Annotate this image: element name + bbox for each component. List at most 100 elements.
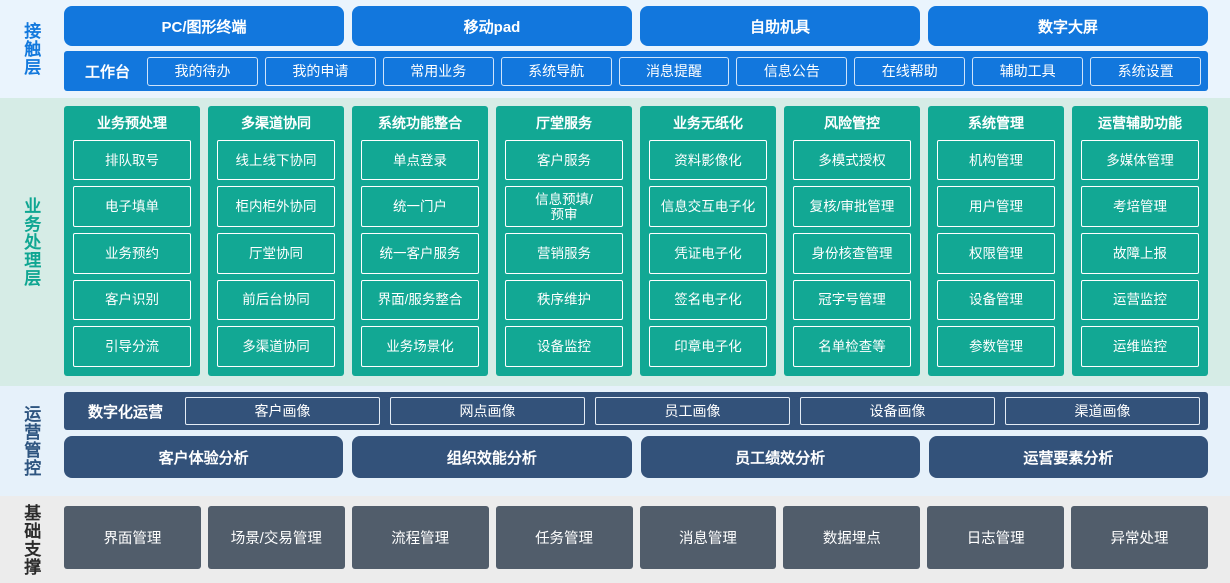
base-item-task-management[interactable]: 任务管理 bbox=[495, 506, 633, 569]
terminal-mobile-pad[interactable]: 移动pad bbox=[352, 6, 632, 46]
business-item[interactable]: 印章电子化 bbox=[649, 326, 767, 367]
operations-layer-body: 数字化运营 客户画像 网点画像 员工画像 设备画像 渠道画像 客户体验分析 组织… bbox=[60, 386, 1230, 496]
layer-operations: 运营管控 数字化运营 客户画像 网点画像 员工画像 设备画像 渠道画像 客户体验… bbox=[0, 386, 1230, 496]
business-item[interactable]: 运营监控 bbox=[1081, 279, 1199, 321]
business-column-preprocess: 业务预处理 排队取号 电子填单 业务预约 客户识别 引导分流 bbox=[64, 106, 200, 376]
business-item[interactable]: 多模式授权 bbox=[793, 139, 911, 181]
business-item[interactable]: 凭证电子化 bbox=[649, 233, 767, 274]
business-item[interactable]: 统一门户 bbox=[361, 186, 479, 228]
business-item[interactable]: 考培管理 bbox=[1081, 186, 1199, 228]
business-item[interactable]: 复核/审批管理 bbox=[793, 186, 911, 228]
portrait-customer[interactable]: 客户画像 bbox=[185, 397, 381, 425]
portrait-employee[interactable]: 员工画像 bbox=[595, 397, 791, 425]
workbench-item-online-help[interactable]: 在线帮助 bbox=[854, 56, 966, 86]
base-item-data-tracking[interactable]: 数据埋点 bbox=[783, 506, 921, 569]
business-item[interactable]: 名单检查等 bbox=[793, 326, 911, 367]
layer-label-business: 业务处理层 bbox=[21, 197, 41, 287]
terminal-pc[interactable]: PC/图形终端 bbox=[64, 6, 344, 46]
contact-layer-body: PC/图形终端 移动pad 自助机具 数字大屏 工作台 我的待办 我的申请 常用… bbox=[60, 0, 1230, 98]
workbench-item-system-nav[interactable]: 系统导航 bbox=[500, 56, 612, 86]
business-item[interactable]: 信息交互电子化 bbox=[649, 186, 767, 228]
business-item[interactable]: 设备管理 bbox=[937, 279, 1055, 321]
business-item[interactable]: 单点登录 bbox=[361, 139, 479, 181]
portrait-device[interactable]: 设备画像 bbox=[800, 397, 996, 425]
base-layer-body: 界面管理 场景/交易管理 流程管理 任务管理 消息管理 数据埋点 日志管理 异常… bbox=[60, 496, 1230, 583]
business-item[interactable]: 故障上报 bbox=[1081, 233, 1199, 274]
workbench-item-common-business[interactable]: 常用业务 bbox=[382, 56, 494, 86]
layer-base-support: 基础支撑 界面管理 场景/交易管理 流程管理 任务管理 消息管理 数据埋点 日志… bbox=[0, 496, 1230, 583]
business-item[interactable]: 运维监控 bbox=[1081, 326, 1199, 367]
digital-operations-row: 数字化运营 客户画像 网点画像 员工画像 设备画像 渠道画像 bbox=[64, 392, 1208, 430]
workbench-item-todo[interactable]: 我的待办 bbox=[147, 56, 258, 86]
workbench-row: 工作台 我的待办 我的申请 常用业务 系统导航 消息提醒 信息公告 在线帮助 辅… bbox=[64, 51, 1208, 91]
business-item[interactable]: 客户服务 bbox=[505, 139, 623, 181]
digital-operations-title: 数字化运营 bbox=[88, 403, 164, 421]
business-item[interactable]: 多渠道协同 bbox=[217, 326, 335, 367]
business-item[interactable]: 秩序维护 bbox=[505, 279, 623, 321]
analysis-organization-efficiency[interactable]: 组织效能分析 bbox=[352, 436, 632, 478]
business-item[interactable]: 引导分流 bbox=[73, 326, 191, 367]
terminal-self-service[interactable]: 自助机具 bbox=[640, 6, 920, 46]
business-column-operation-support: 运营辅助功能 多媒体管理 考培管理 故障上报 运营监控 运维监控 bbox=[1072, 106, 1208, 376]
base-item-process-management[interactable]: 流程管理 bbox=[351, 506, 489, 569]
base-item-scenario-transaction[interactable]: 场景/交易管理 bbox=[207, 506, 345, 569]
business-layer-body: 业务预处理 排队取号 电子填单 业务预约 客户识别 引导分流 多渠道协同 线上线… bbox=[60, 98, 1230, 386]
analysis-row: 客户体验分析 组织效能分析 员工绩效分析 运营要素分析 bbox=[64, 436, 1208, 478]
base-item-log-management[interactable]: 日志管理 bbox=[927, 506, 1065, 569]
layer-business: 业务处理层 业务预处理 排队取号 电子填单 业务预约 客户识别 引导分流 多渠道… bbox=[0, 98, 1230, 386]
business-item[interactable]: 营销服务 bbox=[505, 233, 623, 274]
business-item[interactable]: 参数管理 bbox=[937, 326, 1055, 367]
base-support-row: 界面管理 场景/交易管理 流程管理 任务管理 消息管理 数据埋点 日志管理 异常… bbox=[64, 506, 1208, 569]
terminal-digital-screen[interactable]: 数字大屏 bbox=[928, 6, 1208, 46]
business-item[interactable]: 用户管理 bbox=[937, 186, 1055, 228]
layer-contact: 接触层 PC/图形终端 移动pad 自助机具 数字大屏 工作台 我的待办 我的申… bbox=[0, 0, 1230, 98]
column-title: 系统功能整合 bbox=[378, 115, 462, 131]
business-item[interactable]: 电子填单 bbox=[73, 186, 191, 228]
layer-label-operations: 运营管控 bbox=[21, 405, 41, 477]
business-item[interactable]: 设备监控 bbox=[505, 326, 623, 367]
business-item[interactable]: 厅堂协同 bbox=[217, 233, 335, 274]
column-title: 运营辅助功能 bbox=[1098, 115, 1182, 131]
business-item[interactable]: 资料影像化 bbox=[649, 139, 767, 181]
portrait-channel[interactable]: 渠道画像 bbox=[1005, 397, 1201, 425]
layer-label-contact: 接触层 bbox=[21, 22, 41, 76]
portrait-branch[interactable]: 网点画像 bbox=[390, 397, 586, 425]
business-column-multichannel: 多渠道协同 线上线下协同 柜内柜外协同 厅堂协同 前后台协同 多渠道协同 bbox=[208, 106, 344, 376]
column-title: 系统管理 bbox=[968, 115, 1024, 131]
column-title: 多渠道协同 bbox=[241, 115, 311, 131]
workbench-item-tools[interactable]: 辅助工具 bbox=[972, 56, 1084, 86]
workbench-title: 工作台 bbox=[85, 63, 131, 81]
workbench-item-message-alert[interactable]: 消息提醒 bbox=[618, 56, 730, 86]
business-item[interactable]: 业务预约 bbox=[73, 233, 191, 274]
analysis-operation-elements[interactable]: 运营要素分析 bbox=[928, 436, 1208, 478]
business-item[interactable]: 权限管理 bbox=[937, 233, 1055, 274]
business-item[interactable]: 签名电子化 bbox=[649, 279, 767, 321]
business-item[interactable]: 柜内柜外协同 bbox=[217, 186, 335, 228]
business-column-risk-control: 风险管控 多模式授权 复核/审批管理 身份核查管理 冠字号管理 名单检查等 bbox=[784, 106, 920, 376]
business-item[interactable]: 冠字号管理 bbox=[793, 279, 911, 321]
business-item[interactable]: 机构管理 bbox=[937, 139, 1055, 181]
workbench-item-announcement[interactable]: 信息公告 bbox=[736, 56, 848, 86]
base-item-exception-handling[interactable]: 异常处理 bbox=[1071, 506, 1208, 569]
base-item-ui-management[interactable]: 界面管理 bbox=[64, 506, 201, 569]
layer-label-base-support: 基础支撑 bbox=[21, 503, 41, 576]
business-item[interactable]: 前后台协同 bbox=[217, 279, 335, 321]
business-item[interactable]: 排队取号 bbox=[73, 139, 191, 181]
business-columns: 业务预处理 排队取号 电子填单 业务预约 客户识别 引导分流 多渠道协同 线上线… bbox=[64, 106, 1208, 376]
business-item[interactable]: 界面/服务整合 bbox=[361, 279, 479, 321]
base-item-message-management[interactable]: 消息管理 bbox=[639, 506, 777, 569]
business-item[interactable]: 信息预填/ 预审 bbox=[505, 186, 623, 228]
analysis-customer-experience[interactable]: 客户体验分析 bbox=[64, 436, 344, 478]
business-item[interactable]: 身份核查管理 bbox=[793, 233, 911, 274]
business-item[interactable]: 多媒体管理 bbox=[1081, 139, 1199, 181]
business-item[interactable]: 统一客户服务 bbox=[361, 233, 479, 274]
analysis-employee-performance[interactable]: 员工绩效分析 bbox=[640, 436, 920, 478]
business-item[interactable]: 客户识别 bbox=[73, 279, 191, 321]
business-item[interactable]: 线上线下协同 bbox=[217, 139, 335, 181]
business-item[interactable]: 业务场景化 bbox=[361, 326, 479, 367]
business-column-system-integration: 系统功能整合 单点登录 统一门户 统一客户服务 界面/服务整合 业务场景化 bbox=[352, 106, 488, 376]
workbench-item-settings[interactable]: 系统设置 bbox=[1090, 56, 1202, 86]
business-column-lobby-service: 厅堂服务 客户服务 信息预填/ 预审 营销服务 秩序维护 设备监控 bbox=[496, 106, 632, 376]
workbench-item-applications[interactable]: 我的申请 bbox=[264, 56, 376, 86]
